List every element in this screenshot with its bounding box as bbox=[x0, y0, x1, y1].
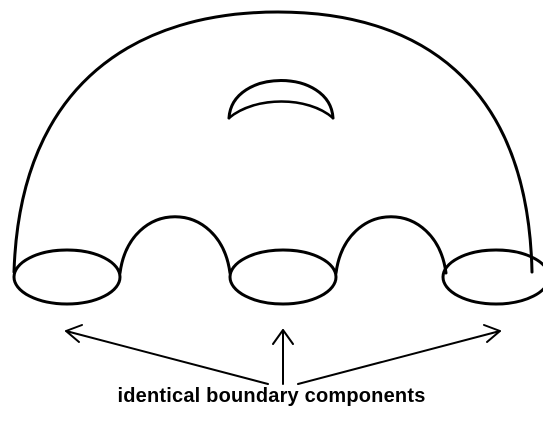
arrow-right bbox=[297, 324, 501, 385]
boundary-component-left bbox=[12, 248, 122, 306]
surface-arch-right bbox=[334, 215, 448, 275]
diagram-caption: identical boundary components bbox=[117, 385, 426, 407]
top-handle-rim bbox=[227, 100, 335, 120]
arrow-center bbox=[272, 329, 294, 385]
boundary-component-right bbox=[441, 248, 543, 306]
boundary-component-center bbox=[228, 248, 338, 306]
surface-arch-left bbox=[118, 215, 232, 275]
top-handle-dome bbox=[227, 79, 335, 120]
surface-outer-dome bbox=[12, 10, 534, 274]
arrow-left bbox=[65, 324, 269, 385]
